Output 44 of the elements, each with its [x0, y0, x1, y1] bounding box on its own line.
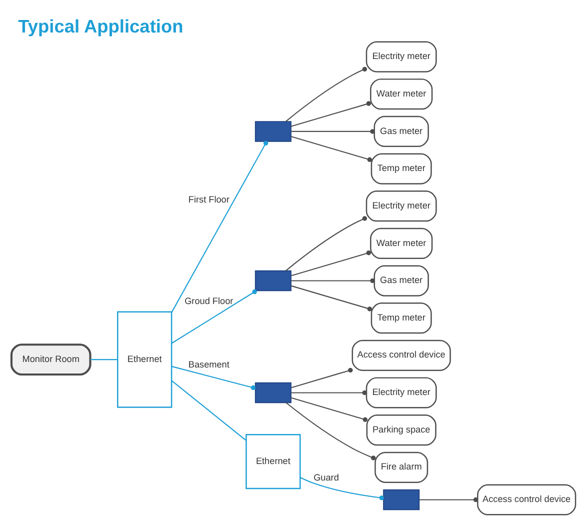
node-box: Temp meter: [370, 153, 432, 184]
connector: [171, 380, 246, 441]
node-box: [254, 121, 292, 142]
connector: [290, 368, 353, 388]
connector: [291, 278, 375, 284]
edge-label: First Floor: [188, 194, 230, 205]
connector: [300, 476, 384, 500]
edge-label: Groud Floor: [184, 296, 234, 306]
node-box: [254, 382, 292, 404]
connector: [290, 250, 372, 276]
node-box: Ethernet: [117, 311, 172, 408]
connector: [290, 397, 368, 422]
connector: [419, 497, 478, 502]
node-box: Electrity meter: [366, 190, 437, 222]
connector: [290, 101, 372, 127]
node-box: [383, 489, 420, 510]
node-box: Water meter: [370, 78, 433, 110]
edge-label: Guard: [314, 472, 339, 483]
node-box: Electrity meter: [366, 41, 437, 72]
diagram-title: Typical Application: [18, 15, 184, 36]
node-box: Fire alarm: [374, 452, 428, 483]
node-box: Water meter: [370, 228, 433, 259]
node-box: Electrity meter: [366, 377, 437, 408]
node-box: Access control device: [477, 484, 576, 516]
node-box: Monitor Room: [10, 344, 92, 376]
connector: [171, 289, 257, 344]
node-box: [254, 270, 292, 292]
connector: [286, 66, 368, 122]
edge-label: Basement: [188, 360, 230, 370]
node-box: Gas meter: [374, 116, 429, 147]
node-box: Parking space: [366, 414, 436, 446]
connector: [286, 402, 376, 460]
node-box: Temp meter: [370, 302, 432, 334]
node-box: Ethernet: [246, 434, 301, 490]
connector: [172, 366, 256, 390]
connector: [290, 285, 372, 312]
node-box: Gas meter: [374, 265, 429, 296]
node-box: Access control device: [352, 340, 451, 371]
connector: [286, 216, 368, 272]
connector: [290, 136, 372, 162]
connector: [291, 129, 375, 134]
connector: [171, 140, 268, 313]
connector: [90, 359, 118, 360]
connector: [291, 390, 367, 396]
